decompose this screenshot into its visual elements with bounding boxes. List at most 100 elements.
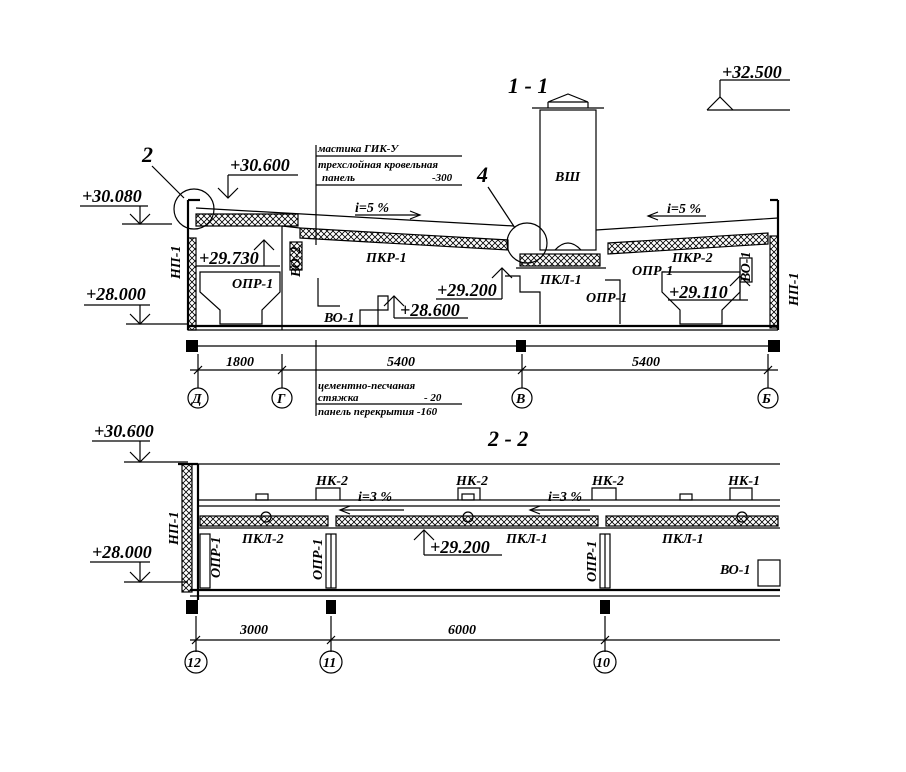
section-2-2: 2 - 2 +30.600 +28.000 НП-1 (90, 421, 781, 674)
vent-opening-bo1 (757, 559, 781, 587)
svg-text:панель: панель (322, 172, 355, 184)
callout-label: 2 (141, 142, 153, 167)
roof-note: мастика ГИК-У трехслойная кровельная пан… (315, 143, 462, 245)
wall-panel-left (181, 463, 193, 593)
grid-axes: 12 11 10 (184, 650, 617, 674)
shaft-label: ВШ (554, 170, 581, 185)
svg-text:стяжка: стяжка (318, 392, 359, 404)
svg-text:панель перекрытия -160: панель перекрытия -160 (318, 406, 438, 418)
label-bo1: ВО-1 (719, 563, 750, 578)
label-nk1: НК-1 (727, 474, 760, 489)
floor-slab (186, 588, 780, 614)
label-bo1-right: ВО-1 (739, 252, 754, 283)
svg-text:мастика ГИК-У: мастика ГИК-У (317, 143, 399, 155)
axis-label: Б (761, 392, 771, 407)
label-opr1-c: ОПР-1 (585, 541, 600, 582)
axis-label: 10 (596, 656, 610, 671)
elevation-marker-right: +29.110 (668, 275, 751, 302)
axis-label: В (515, 392, 525, 407)
floor-note: цементно-песчаная стяжка - 20 панель пер… (315, 340, 462, 418)
label-pkl1: ПКЛ-1 (539, 273, 582, 288)
vent-opening-bo2 (289, 241, 303, 271)
callout-label: 4 (476, 162, 488, 187)
elevation-label: +30.600 (94, 421, 154, 441)
elevation-marker-high: +30.600 (92, 421, 188, 463)
section-2-title: 2 - 2 (487, 426, 528, 451)
elevation-marker-vent: +28.600 (383, 295, 468, 320)
vent-element-bo1 (359, 295, 389, 327)
label-opr1-right: ОПР-1 (632, 264, 673, 279)
support-columns: ОПР-1 ОПР-1 ОПР-1 (199, 533, 611, 589)
elevation-marker-left-high: +30.600 (217, 155, 298, 199)
label-bo2: ВО-2 (289, 247, 304, 278)
dimension-line: 1800 5400 5400 (190, 354, 778, 378)
valley-gutter (516, 253, 606, 269)
dimension-value: 1800 (226, 355, 254, 370)
section-1-title: 1 - 1 (508, 73, 548, 98)
label-opr1-left: ОПР-1 (232, 277, 273, 292)
dimension-line: 3000 6000 (190, 616, 780, 650)
axis-label: 12 (187, 656, 201, 671)
ridge-caps: НК-2 НК-2 НК-2 НК-1 (315, 474, 760, 500)
section-1-1: 1 - 1 +32.500 +30.600 +30.080 (80, 62, 802, 418)
elevation-marker-low: +28.000 (90, 542, 188, 583)
svg-text:- 20: - 20 (424, 392, 442, 404)
svg-text:цементно-песчаная: цементно-песчаная (318, 380, 416, 392)
elevation-label: +28.000 (92, 542, 152, 562)
roof-structure (198, 463, 780, 529)
dimension-value: 5400 (387, 355, 415, 370)
elevation-marker-ledge: +29.730 (196, 239, 280, 268)
label-opr1-mid: ОПР-1 (586, 291, 627, 306)
elevation-label: +28.600 (400, 300, 460, 320)
elevation-marker-left-mid: +30.080 (80, 186, 172, 225)
slope-label: i=3 % (358, 490, 392, 505)
axis-label: Г (276, 392, 286, 407)
label-pkr1: ПКР-1 (365, 251, 407, 266)
elevation-label: +28.000 (86, 284, 146, 304)
elevation-marker-top: +32.500 (706, 62, 790, 111)
axis-label: Д (190, 392, 202, 407)
elevation-label: +30.080 (82, 186, 142, 206)
svg-text:-300: -300 (432, 172, 453, 184)
slope-indicators: i=3 % i=3 % (338, 490, 590, 515)
label-pkl1-b: ПКЛ-1 (661, 532, 704, 547)
elevation-marker-valley: +29.200 (436, 267, 513, 300)
dimension-value: 6000 (448, 623, 476, 638)
label-nk2-b: НК-2 (455, 474, 488, 489)
label-opr1-a: ОПР-1 (209, 537, 224, 578)
wall-panel-left (187, 237, 197, 331)
slope-label: i=5 % (355, 201, 389, 216)
grid-axes: Д Г В Б (187, 378, 779, 409)
label-bo1-left: ВО-1 (323, 311, 354, 326)
label-np1-left: НП-1 (169, 246, 184, 280)
roof-right: i=5 % (595, 198, 780, 330)
ventilation-shaft: ВШ (532, 93, 604, 251)
elevation-label: +32.500 (722, 62, 782, 82)
slope-label: i=5 % (667, 202, 701, 217)
label-np1: НП-1 (167, 512, 182, 546)
svg-text:трехслойная кровельная: трехслойная кровельная (318, 159, 438, 171)
label-pkr2: ПКР-2 (671, 251, 713, 266)
label-pkl2: ПКЛ-2 (241, 532, 284, 547)
slope-label: i=3 % (548, 490, 582, 505)
label-nk2-a: НК-2 (315, 474, 348, 489)
callout-2: 2 (141, 142, 215, 230)
floor-slab (186, 324, 780, 352)
dimension-value: 5400 (632, 355, 660, 370)
elevation-label: +29.110 (669, 282, 728, 302)
elevation-label: +29.200 (437, 280, 497, 300)
elevation-marker-mid: +29.200 (413, 529, 502, 557)
elevation-label: +29.200 (430, 537, 490, 557)
elevation-label: +29.730 (199, 248, 259, 268)
elevation-marker-left-low: +28.000 (84, 284, 188, 325)
dimension-value: 3000 (239, 623, 268, 638)
label-np1-right: НП-1 (787, 273, 802, 307)
label-pkl1-a: ПКЛ-1 (505, 532, 548, 547)
axis-label: 11 (323, 656, 336, 671)
label-nk2-c: НК-2 (591, 474, 624, 489)
elevation-label: +30.600 (230, 155, 290, 175)
label-opr1-b: ОПР-1 (311, 539, 326, 580)
wall-panel-right (769, 235, 779, 329)
